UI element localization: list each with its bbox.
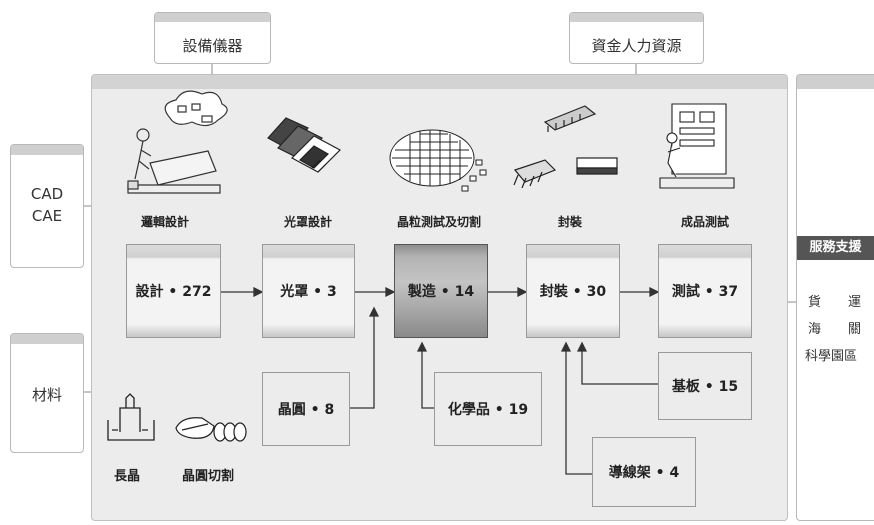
step-label-final-test: 成品測試 xyxy=(680,215,729,229)
funding-label: 資金人力資源 xyxy=(591,37,682,55)
wafer-illustration xyxy=(389,129,487,192)
input-label-substrate: 基板 • 15 xyxy=(671,379,739,395)
wafer-cut-illustration xyxy=(175,417,247,442)
process-box-fab: 製造 • 14 xyxy=(394,244,488,338)
service-item-science-park: 科學園區 xyxy=(805,349,858,364)
process-label-design: 設計 • 272 xyxy=(135,284,212,300)
process-label-packaging: 封裝 • 30 xyxy=(539,284,607,300)
photomask-illustration xyxy=(267,117,341,173)
process-box-design: 設計 • 272 xyxy=(126,244,221,338)
service-item-cargo: 貨 xyxy=(808,295,822,310)
crystal-growth-illustration xyxy=(107,393,155,441)
cae-label: CAE xyxy=(31,207,63,225)
input-label-chemicals: 化學品 • 19 xyxy=(447,402,529,418)
materials-box: 材料 xyxy=(10,333,84,453)
input-label-leadframe: 導線架 • 4 xyxy=(608,465,680,481)
service-item-sea: 海 xyxy=(808,322,822,337)
process-box-testing: 測試 • 37 xyxy=(658,244,752,338)
service-item-transport: 運 xyxy=(848,295,862,310)
tester-illustration xyxy=(659,103,735,189)
step-label-packaging: 封裝 xyxy=(557,215,582,229)
step-label-logic-design: 邏輯設計 xyxy=(140,215,189,229)
service-support-panel xyxy=(796,74,874,521)
input-box-chemicals: 化學品 • 19 xyxy=(434,372,542,446)
package-illustration xyxy=(513,105,618,189)
process-label-testing: 測試 • 37 xyxy=(671,284,739,300)
cad-cae-box: CAD CAE xyxy=(10,144,84,268)
process-box-packaging: 封裝 • 30 xyxy=(526,244,620,338)
funding-box: 資金人力資源 xyxy=(569,12,704,64)
equipment-box: 設備儀器 xyxy=(154,12,271,64)
input-box-wafer: 晶圓 • 8 xyxy=(262,372,350,446)
input-label-wafer: 晶圓 • 8 xyxy=(277,402,335,418)
process-label-mask: 光罩 • 3 xyxy=(280,284,337,300)
crystal-growth-label: 長晶 xyxy=(114,469,141,484)
wafer-cut-label: 晶圓切割 xyxy=(182,469,235,484)
designer-illustration xyxy=(127,90,228,194)
step-label-die-test-cut: 晶粒測試及切割 xyxy=(396,215,481,229)
input-box-substrate: 基板 • 15 xyxy=(658,352,752,420)
process-label-fab: 製造 • 14 xyxy=(407,284,475,300)
cad-label: CAD xyxy=(30,185,64,203)
flow-arrows xyxy=(221,286,660,475)
process-box-mask: 光罩 • 3 xyxy=(262,244,355,338)
input-box-leadframe: 導線架 • 4 xyxy=(592,437,696,507)
step-label-mask-design: 光罩設計 xyxy=(283,215,332,229)
service-item-customs: 關 xyxy=(848,322,862,337)
service-support-header: 服務支援 xyxy=(797,236,874,260)
equipment-label: 設備儀器 xyxy=(182,37,243,55)
materials-label: 材料 xyxy=(31,386,62,404)
